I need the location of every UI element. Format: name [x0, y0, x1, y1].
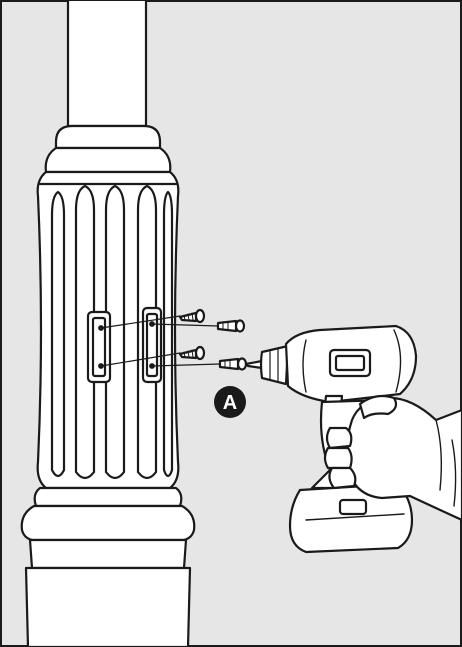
- sleeve-base-skirt: [30, 540, 186, 568]
- sleeve-base-ring: [22, 506, 195, 540]
- screw-hole: [99, 364, 103, 368]
- sleeve-top-collar: [56, 126, 160, 148]
- hand-finger-2: [325, 448, 352, 468]
- callout-label: A: [223, 392, 237, 414]
- hand-finger-3: [329, 468, 355, 488]
- sleeve-bottom-band: [35, 488, 182, 506]
- screw-hole: [99, 326, 103, 330]
- drill-vent-inner: [336, 356, 364, 370]
- callout-marker: A: [214, 386, 246, 418]
- battery-release: [340, 500, 366, 514]
- column-post-base: [26, 568, 190, 647]
- hand-finger-1: [327, 428, 351, 448]
- column-post-upper: [68, 1, 146, 126]
- drill-chuck: [261, 346, 288, 384]
- wall-anchor-upper: [218, 321, 244, 332]
- screw-hole: [150, 322, 154, 326]
- sleeve-shoulder: [46, 148, 171, 172]
- screw-hole: [150, 364, 154, 368]
- wall-anchor-lower: [220, 359, 246, 370]
